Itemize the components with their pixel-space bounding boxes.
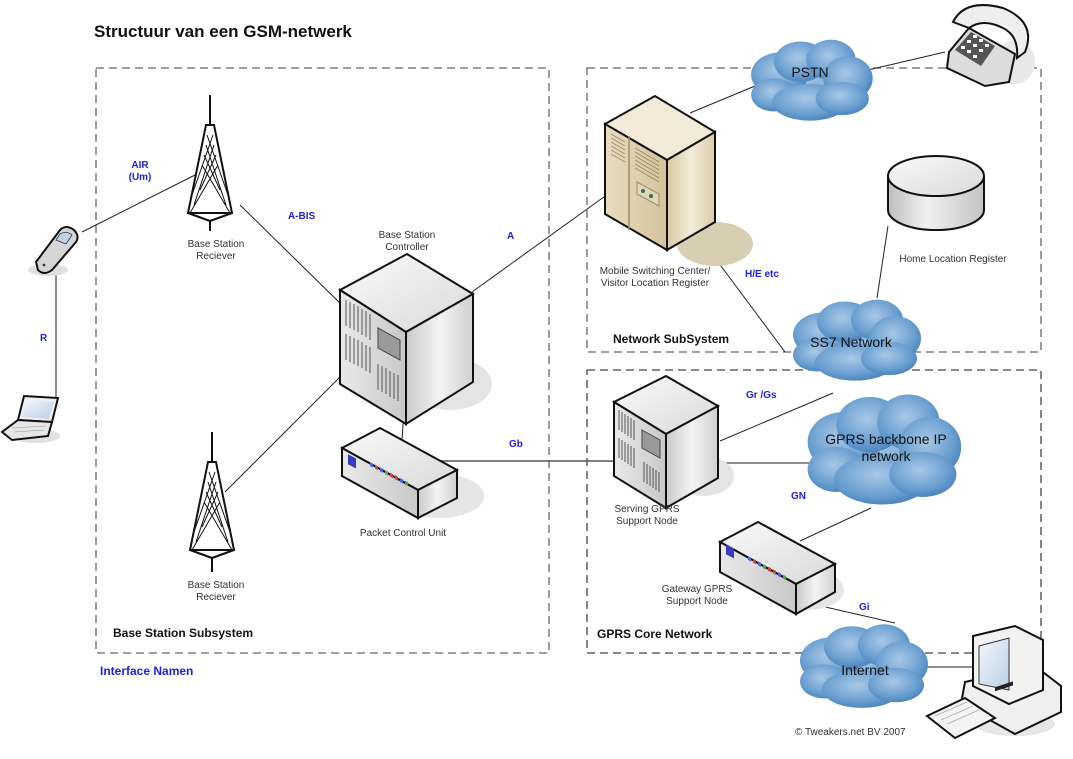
bts-bottom-label-line2: Reciever [196, 592, 236, 603]
interface-abis-label: A-BIS [288, 211, 316, 222]
msc-mainframe-icon [602, 94, 753, 266]
bts-bottom-label-line1: Base Station [187, 580, 245, 591]
ggsn-label-line1: Gateway GPRS [661, 584, 733, 595]
link-msc-pstn [689, 85, 756, 114]
msc-label-line1: Mobile Switching Center/ [599, 266, 711, 277]
mobile-phone-icon [28, 226, 79, 276]
hlr-label: Home Location Register [899, 254, 1007, 265]
sgsn-server-icon [611, 374, 734, 510]
interface-air-line2: (Um) [128, 172, 152, 183]
telephone-icon [945, 4, 1035, 88]
interface-grgs-label: Gr /Gs [746, 390, 777, 401]
antenna-tower-top-icon [186, 95, 234, 231]
interface-air-line1: AIR [131, 160, 149, 171]
bts-bottom-label: Base Station Reciever [175, 580, 257, 604]
interface-r-label: R [40, 333, 48, 344]
bsc-label: Base Station Controller [366, 230, 448, 254]
interface-gn-label: GN [791, 491, 806, 502]
group-label-bss: Base Station Subsystem [113, 626, 254, 640]
copyright-notice: © Tweakers.net BV 2007 [795, 727, 906, 738]
interface-a-label: A [507, 231, 515, 242]
internet-cloud-label: Internet [841, 662, 889, 678]
ggsn-label: Gateway GPRS Support Node [655, 584, 739, 608]
group-box-bss [95, 67, 550, 654]
sgsn-label: Serving GPRS Support Node [605, 504, 689, 528]
link-abis-bottom [224, 371, 346, 493]
antenna-tower-bottom-icon [188, 432, 236, 572]
gprs-backbone-label-line1: GPRS backbone IP [825, 431, 947, 447]
gprs-backbone-cloud-label: GPRS backbone IP network [806, 431, 966, 465]
pstn-cloud-label: PSTN [791, 64, 829, 80]
group-label-nss: Network SubSystem [613, 332, 730, 346]
interface-he-label: H/E etc [745, 269, 779, 280]
hlr-database-icon [887, 155, 985, 231]
link-a [471, 193, 609, 293]
bsc-label-line2: Controller [385, 242, 429, 253]
msc-label: Mobile Switching Center/ Visitor Locatio… [590, 266, 720, 290]
legend-interface-names: Interface Namen [100, 664, 194, 678]
ggsn-switch-icon [717, 520, 844, 616]
interface-air-label: AIR (Um) [120, 160, 160, 184]
gprs-backbone-label-line2: network [861, 448, 911, 464]
sgsn-label-line2: Support Node [616, 516, 678, 527]
sgsn-label-line1: Serving GPRS [614, 504, 680, 515]
bts-top-label: Base Station Reciever [175, 239, 257, 263]
link-abis-top [239, 204, 346, 309]
desktop-computer-icon [925, 624, 1062, 740]
bsc-server-icon [338, 252, 492, 426]
link-air [81, 174, 196, 233]
ss7-cloud-label: SS7 Network [810, 334, 892, 350]
msc-label-line2: Visitor Location Register [600, 278, 710, 289]
group-label-gprs: GPRS Core Network [597, 627, 713, 641]
pcu-switch-icon [339, 426, 484, 520]
laptop-icon [0, 394, 60, 443]
link-pstn-phone [867, 51, 946, 71]
bts-top-label-line2: Reciever [196, 251, 236, 262]
link-msc-ss7 [714, 257, 786, 353]
page-title: Structuur van een GSM-netwerk [94, 22, 352, 41]
link-sgsn-ss7 [719, 392, 834, 442]
bts-top-label-line1: Base Station [187, 239, 245, 250]
bsc-label-line1: Base Station [378, 230, 436, 241]
pcu-label: Packet Control Unit [359, 528, 447, 539]
ggsn-label-line2: Support Node [666, 596, 728, 607]
link-hlr-ss7 [876, 225, 889, 299]
interface-gi-label: Gi [859, 602, 870, 613]
link-ggsn-backbone [799, 507, 872, 542]
interface-gb-label: Gb [509, 439, 523, 450]
